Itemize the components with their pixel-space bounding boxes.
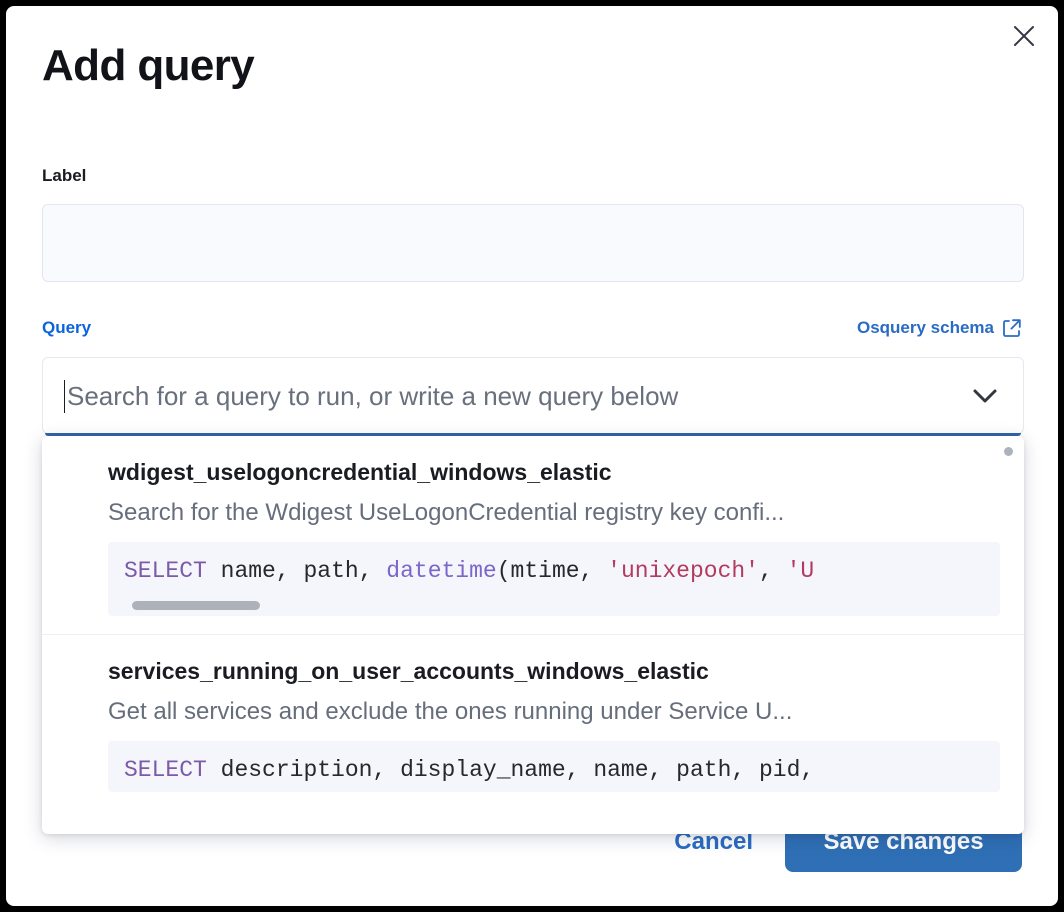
sql-line: SELECT description, display_name, name, … (124, 755, 984, 786)
query-option-description: Search for the Wdigest UseLogonCredentia… (108, 498, 785, 526)
query-option-list: wdigest_uselogoncredential_windows_elast… (42, 436, 1024, 810)
query-option-description: Get all services and exclude the ones ru… (108, 697, 793, 725)
close-icon-glyph (1014, 26, 1034, 46)
label-input[interactable] (42, 204, 1024, 282)
query-option-sql-preview: SELECT description, display_name, name, … (108, 740, 1000, 792)
query-option-sql-preview: SELECT name, path, datetime(mtime, 'unix… (108, 541, 1000, 616)
label-field-label: Label (42, 166, 87, 185)
sql-token: , (579, 557, 608, 584)
sql-token: 'unixepoch' (607, 557, 759, 584)
sql-token: datetime (386, 557, 497, 584)
sql-token: pid (758, 756, 801, 783)
sql-token (207, 757, 221, 783)
text-caret (64, 380, 65, 413)
sql-token: display_name (400, 756, 566, 783)
sql-horizontal-scrollbar[interactable] (124, 600, 984, 610)
query-option-item[interactable]: wdigest_uselogoncredential_windows_elast… (42, 436, 1024, 634)
sql-token: SELECT (124, 756, 207, 783)
query-search-placeholder: Search for a query to run, or write a ne… (67, 381, 679, 411)
sql-line: SELECT name, path, datetime(mtime, 'unix… (124, 556, 984, 587)
chevron-down-icon[interactable] (969, 386, 1001, 411)
sql-token: 'U (786, 557, 815, 584)
sql-token: , (800, 756, 815, 783)
sql-token: path (676, 756, 732, 783)
sql-token: description (220, 756, 373, 783)
sql-token: , (648, 756, 677, 783)
close-icon[interactable] (1004, 16, 1044, 56)
osquery-schema-link[interactable]: Osquery schema (857, 318, 1022, 338)
query-suggestions-dropdown: wdigest_uselogoncredential_windows_elast… (42, 436, 1024, 834)
sql-token: ( (496, 557, 511, 584)
sql-token: , (275, 557, 304, 584)
page-title: Add query (42, 41, 255, 90)
sql-token (207, 558, 221, 584)
scrollbar-thumb[interactable] (132, 600, 260, 610)
query-field-label: Query (42, 318, 92, 337)
sql-token: , (731, 756, 759, 783)
sql-token: path (303, 557, 359, 584)
query-option-title: services_running_on_user_accounts_window… (108, 657, 709, 684)
query-option-item[interactable]: services_running_on_user_accounts_window… (42, 633, 1024, 810)
sql-token: , (565, 756, 594, 783)
sql-token: mtime (510, 557, 580, 584)
scrollbar-thumb[interactable] (1004, 447, 1013, 456)
sql-token: name (220, 557, 276, 584)
chevron-down-icon-glyph (973, 389, 997, 403)
add-query-modal: Add query Label Query Osquery schema Sea… (6, 6, 1058, 906)
sql-token: , (372, 756, 401, 783)
sql-token: , (758, 557, 787, 584)
query-option-title: wdigest_uselogoncredential_windows_elast… (108, 459, 612, 485)
sql-token: name (593, 756, 649, 783)
external-link-icon (1003, 319, 1021, 337)
sql-token: , (358, 557, 387, 584)
sql-token: SELECT (124, 557, 207, 584)
osquery-schema-link-label: Osquery schema (856, 318, 994, 337)
query-search-combobox[interactable]: Search for a query to run, or write a ne… (42, 357, 1024, 436)
